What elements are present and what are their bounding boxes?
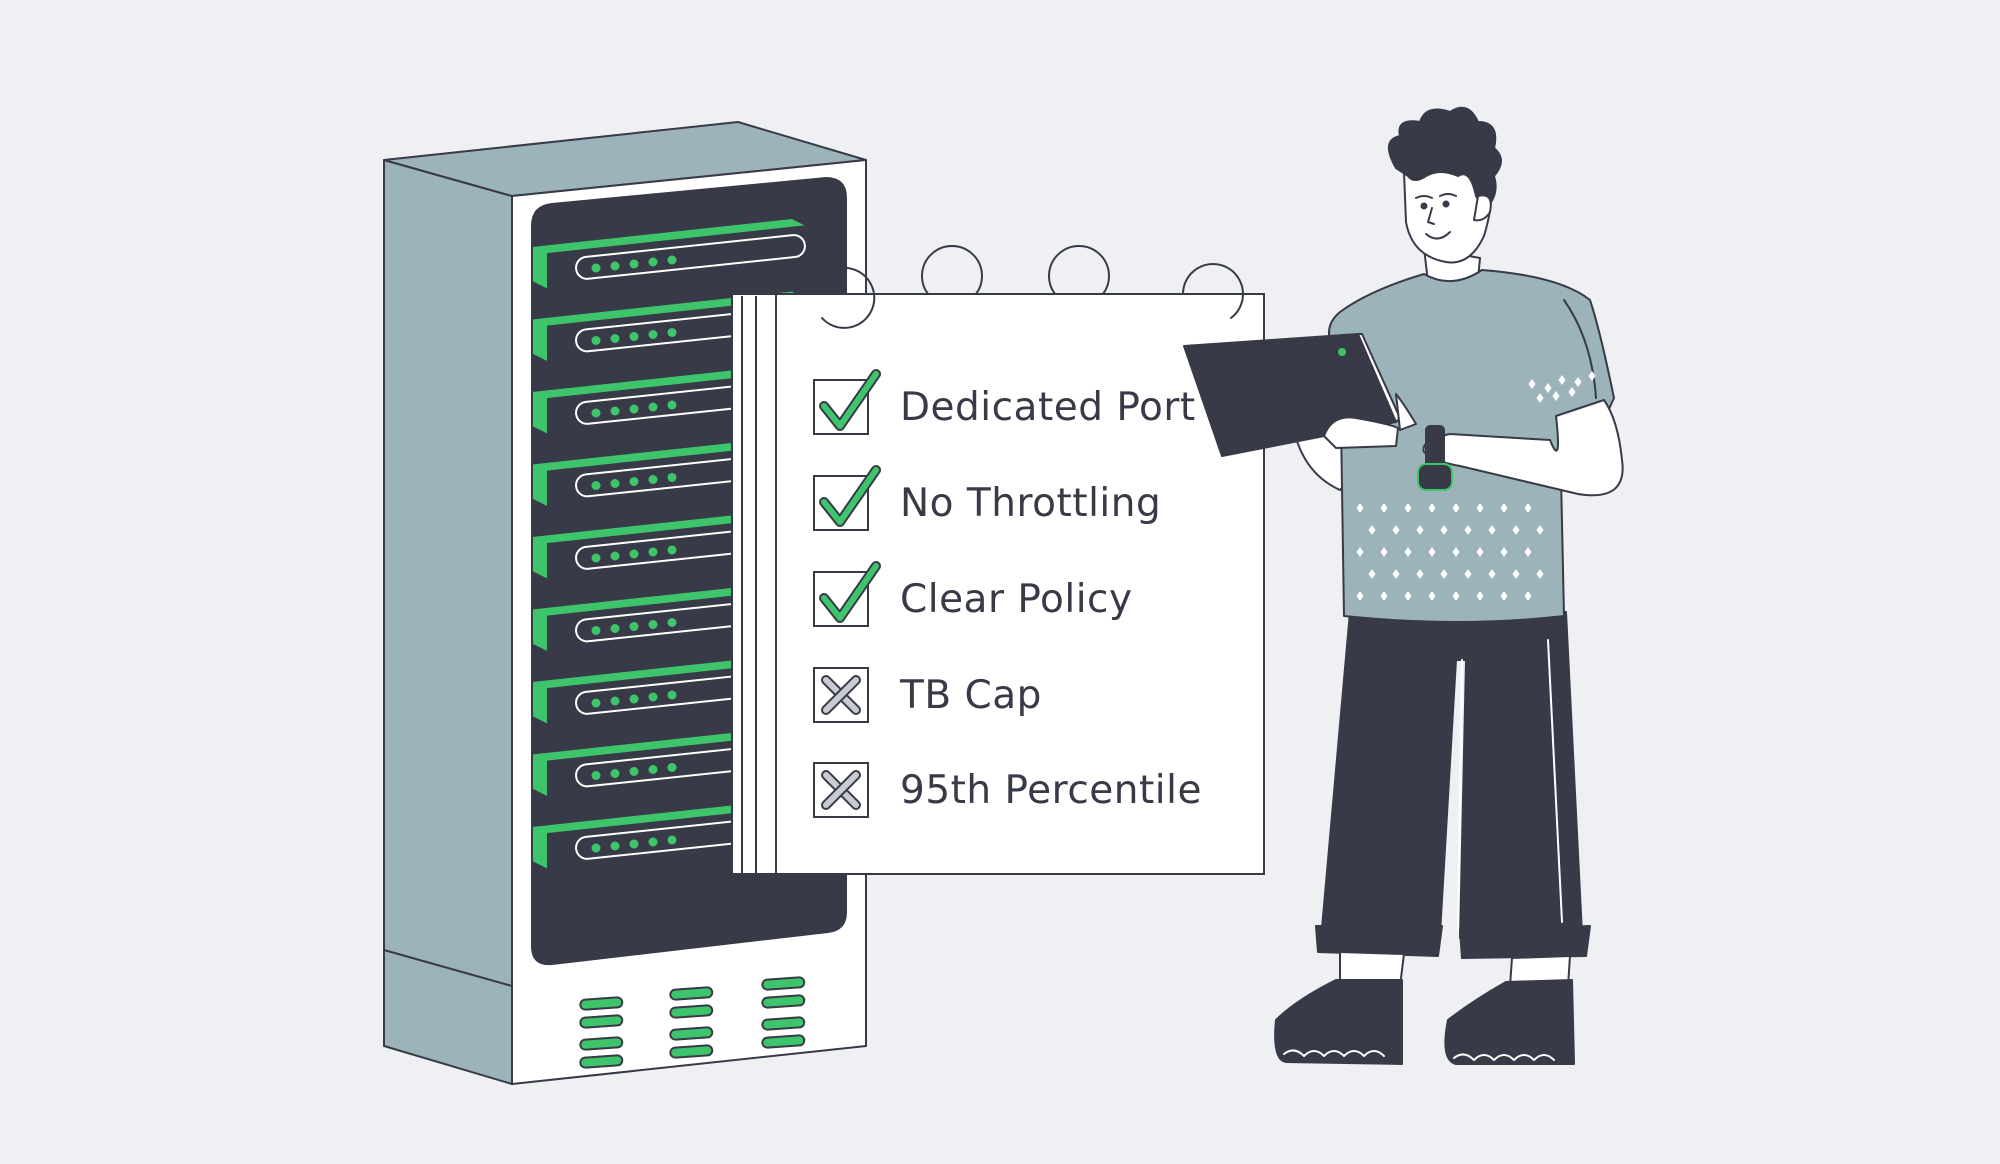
person-hair xyxy=(1388,106,1502,211)
cross-icon xyxy=(821,770,861,810)
server-led xyxy=(648,330,658,339)
server-led xyxy=(629,404,639,414)
vent-slot xyxy=(761,1034,806,1049)
server-led xyxy=(629,477,639,486)
server-led xyxy=(591,626,601,635)
server-led xyxy=(667,473,677,482)
vent-slot xyxy=(579,1054,624,1069)
server-led xyxy=(629,549,639,559)
cabinet-side-panel xyxy=(383,159,513,1085)
person-right-shoe xyxy=(1444,979,1575,1065)
server-led xyxy=(629,259,639,269)
server-led xyxy=(648,692,658,702)
vent-slot xyxy=(669,1004,714,1019)
server-led xyxy=(648,402,658,412)
vent-slot xyxy=(669,1044,714,1059)
server-led xyxy=(667,690,677,700)
vent-slot xyxy=(579,996,624,1011)
server-led xyxy=(610,551,620,561)
server-led xyxy=(667,545,677,555)
server-led xyxy=(591,408,601,418)
server-led xyxy=(591,336,601,345)
checklist-item-label: No Throttling xyxy=(900,481,1162,526)
server-led xyxy=(648,547,658,557)
server-led xyxy=(591,771,601,780)
vent-slot xyxy=(579,1036,624,1051)
checkmark-icon xyxy=(821,563,879,621)
server-led xyxy=(610,406,620,416)
vent-slot xyxy=(761,994,806,1009)
server-led xyxy=(629,767,639,776)
person-trousers xyxy=(1321,611,1583,939)
vent-slot xyxy=(669,986,714,1001)
checklist-item-label: TB Cap xyxy=(900,673,1042,718)
server-led xyxy=(610,696,620,706)
server-unit xyxy=(531,217,809,292)
shirt-pattern xyxy=(1356,371,1596,601)
server-led xyxy=(667,835,677,845)
vent-slot xyxy=(669,1026,714,1041)
server-led xyxy=(667,618,677,627)
server-led xyxy=(591,481,601,490)
cross-icon xyxy=(821,675,861,715)
vent-slot xyxy=(579,1014,624,1029)
server-led xyxy=(667,763,677,772)
checkmark-icon xyxy=(821,371,879,429)
person xyxy=(1183,106,1624,1065)
checklist-item-label: 95th Percentile xyxy=(900,768,1202,813)
server-led xyxy=(667,255,677,265)
person-watch xyxy=(1425,425,1445,469)
server-led xyxy=(610,841,620,851)
server-led xyxy=(629,694,639,704)
checkmark-icon xyxy=(821,467,879,525)
server-led xyxy=(629,332,639,341)
server-led xyxy=(629,622,639,631)
server-led xyxy=(610,479,620,488)
tablet-camera xyxy=(1338,348,1346,356)
checklist-item-label: Dedicated Port xyxy=(900,385,1196,430)
server-led xyxy=(610,334,620,343)
server-led xyxy=(591,263,601,273)
server-led xyxy=(610,624,620,633)
server-led xyxy=(591,843,601,853)
person-left-cuff xyxy=(1315,925,1443,957)
server-led xyxy=(667,400,677,410)
server-led xyxy=(667,328,677,337)
server-led xyxy=(629,839,639,849)
server-led xyxy=(648,475,658,484)
server-led xyxy=(648,257,658,267)
server-led xyxy=(648,765,658,774)
checklist-boxes xyxy=(813,369,881,818)
server-led xyxy=(591,553,601,563)
cabinet-vents xyxy=(579,976,806,1069)
person-left-shoe xyxy=(1274,979,1403,1065)
server-led xyxy=(648,620,658,629)
person-right-cuff xyxy=(1459,925,1591,959)
server-led xyxy=(610,769,620,778)
server-led xyxy=(591,698,601,708)
server-led xyxy=(648,837,658,847)
notepad-rings xyxy=(821,245,1244,329)
vent-slot xyxy=(761,1016,806,1031)
checklist-item-label: Clear Policy xyxy=(900,577,1133,622)
server-led xyxy=(610,261,620,271)
vent-slot xyxy=(761,976,806,991)
